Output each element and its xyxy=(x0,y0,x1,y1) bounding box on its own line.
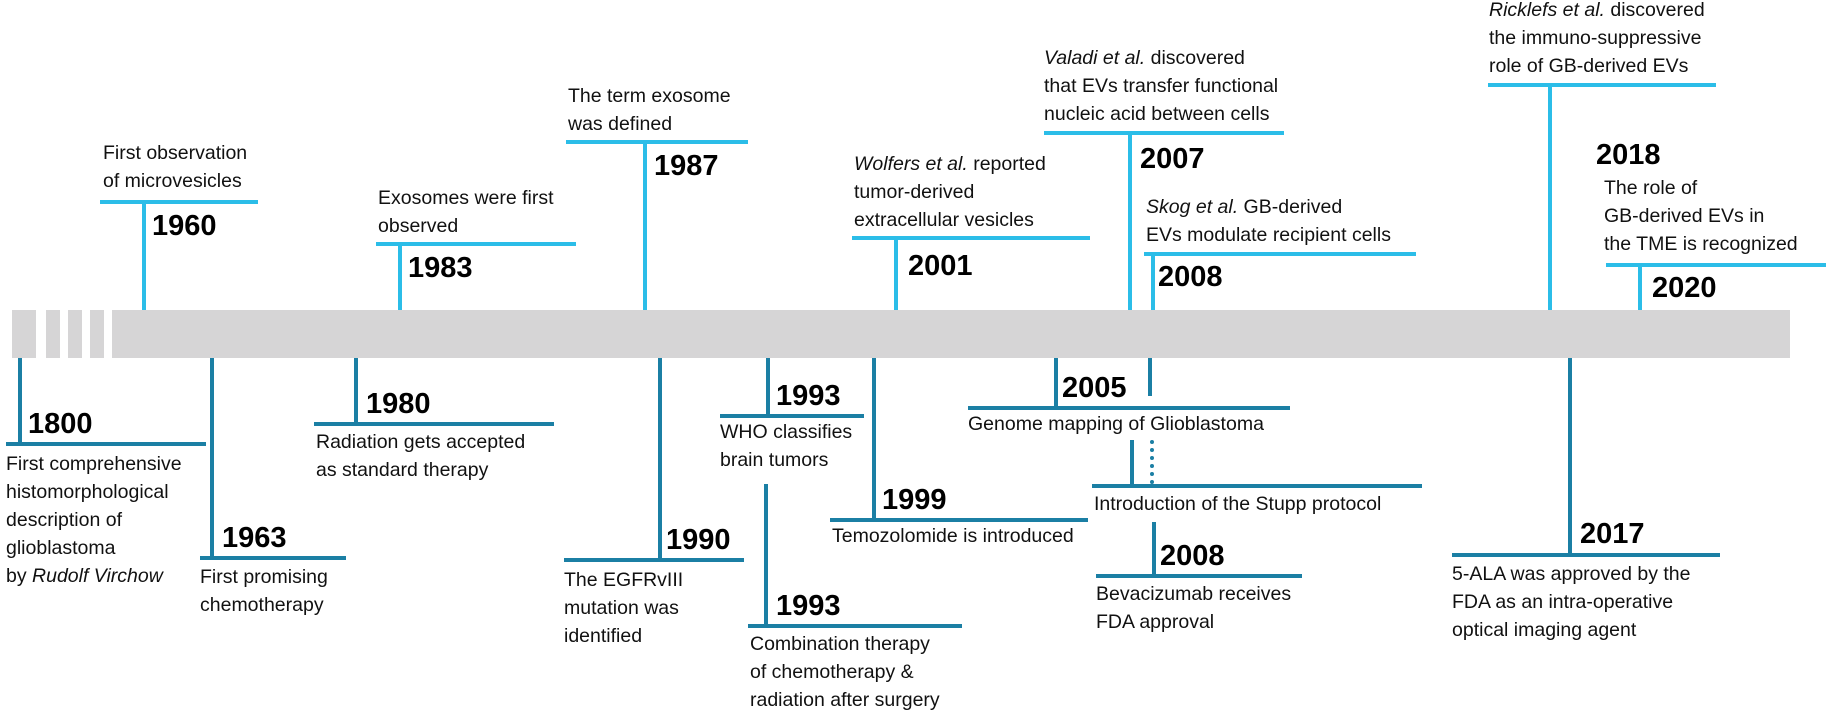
event-1990-year: 1990 xyxy=(666,524,731,556)
connector xyxy=(764,484,768,626)
event-2008-bevacizumab-year: 2008 xyxy=(1160,540,1225,572)
event-2007-year: 2007 xyxy=(1140,143,1205,175)
timeline-bar-dash-2 xyxy=(46,310,60,358)
connector xyxy=(354,358,358,426)
connector xyxy=(766,358,770,416)
connector xyxy=(748,624,962,628)
event-1980-text: Radiation gets accepted as standard ther… xyxy=(316,431,526,481)
event-2005-text: Genome mapping of Glioblastoma xyxy=(968,413,1264,435)
connector xyxy=(314,422,554,426)
event-1993-who-year: 1993 xyxy=(776,380,841,412)
connector xyxy=(566,140,748,144)
connector xyxy=(968,406,1290,410)
connector xyxy=(1092,484,1422,488)
connector xyxy=(852,236,1090,240)
connector xyxy=(1638,263,1642,310)
connector xyxy=(1144,252,1416,256)
event-1999-year: 1999 xyxy=(882,484,947,516)
event-stupp-text: Introduction of the Stupp protocol xyxy=(1094,493,1382,515)
event-2020-text: The role of GB-derived EVs in the TME is… xyxy=(1604,177,1798,255)
connector-dotted xyxy=(1150,440,1154,484)
connector xyxy=(830,518,1088,522)
connector xyxy=(1606,263,1826,267)
event-2018-year: 2018 xyxy=(1596,139,1661,171)
event-2007-text: Valadi et al. discovered that EVs transf… xyxy=(1044,47,1279,125)
connector xyxy=(658,358,662,562)
event-1960-year: 1960 xyxy=(152,210,217,242)
connector xyxy=(1044,131,1284,135)
event-2017-year: 2017 xyxy=(1580,518,1645,550)
event-1987-year: 1987 xyxy=(654,150,719,182)
connector xyxy=(564,558,744,562)
connector xyxy=(1054,358,1058,408)
event-1980-year: 1980 xyxy=(366,388,431,420)
connector xyxy=(872,358,876,522)
connector xyxy=(1568,358,1572,556)
event-2008-skog-text: Skog et al. GB-derived EVs modulate reci… xyxy=(1146,196,1391,246)
connector xyxy=(1130,440,1134,484)
event-1987-text: The term exosome was defined xyxy=(568,85,731,135)
connector xyxy=(142,200,146,310)
connector xyxy=(1151,252,1155,310)
event-1999-text: Temozolomide is introduced xyxy=(832,525,1074,547)
connector xyxy=(1152,522,1156,578)
event-1963-year: 1963 xyxy=(222,522,287,554)
event-1993-who-text: WHO classifies brain tumors xyxy=(720,421,853,471)
connector xyxy=(6,442,206,446)
connector xyxy=(210,358,214,558)
author-name: Wolfers et al. xyxy=(854,153,968,175)
connector xyxy=(1452,553,1720,557)
event-1983-text: Exosomes were first observed xyxy=(378,187,554,237)
event-1960-text: First observation of microvesicles xyxy=(103,142,248,192)
connector xyxy=(1148,358,1152,396)
connector xyxy=(398,242,402,310)
event-1993-combination-text: Combination therapy of chemotherapy & ra… xyxy=(750,633,940,711)
connector xyxy=(894,236,898,310)
event-2008-skog-year: 2008 xyxy=(1158,261,1223,293)
connector xyxy=(200,556,346,560)
event-2001-year: 2001 xyxy=(908,250,973,282)
timeline-bar-dash-3 xyxy=(68,310,82,358)
event-2020-year: 2020 xyxy=(1652,272,1717,304)
event-2001-text: Wolfers et al. reported tumor-derived ex… xyxy=(854,153,1046,231)
author-name: Ricklefs et al. xyxy=(1489,0,1605,21)
event-2005-year: 2005 xyxy=(1062,372,1127,404)
author-name: Skog et al. xyxy=(1146,196,1239,218)
connector xyxy=(643,140,647,310)
connector xyxy=(1488,83,1716,87)
connector xyxy=(100,200,258,204)
event-1800-text: First comprehensive histomorphological d… xyxy=(6,453,182,587)
connector xyxy=(1128,131,1132,310)
connector xyxy=(376,242,576,246)
event-1990-text: The EGFRvIII mutation was identified xyxy=(564,569,684,647)
event-2018-text: Ricklefs et al. discovered the immuno-su… xyxy=(1489,0,1705,77)
event-2008-bevacizumab-text: Bevacizumab receives FDA approval xyxy=(1096,583,1292,633)
event-1983-year: 1983 xyxy=(408,252,473,284)
timeline-bar xyxy=(112,310,1790,358)
connector xyxy=(1548,83,1552,310)
author-name: Valadi et al. xyxy=(1044,47,1146,69)
event-1963-text: First promising chemotherapy xyxy=(200,566,328,616)
timeline-bar-dash-1 xyxy=(12,310,36,358)
author-name: Rudolf Virchow xyxy=(32,565,163,587)
event-1800-year: 1800 xyxy=(28,408,93,440)
connector xyxy=(18,358,22,444)
timeline-bar-dash-4 xyxy=(90,310,104,358)
event-1993-combination-year: 1993 xyxy=(776,590,841,622)
connector xyxy=(720,414,864,418)
connector xyxy=(1096,574,1302,578)
event-2017-text: 5-ALA was approved by the FDA as an intr… xyxy=(1452,563,1691,641)
